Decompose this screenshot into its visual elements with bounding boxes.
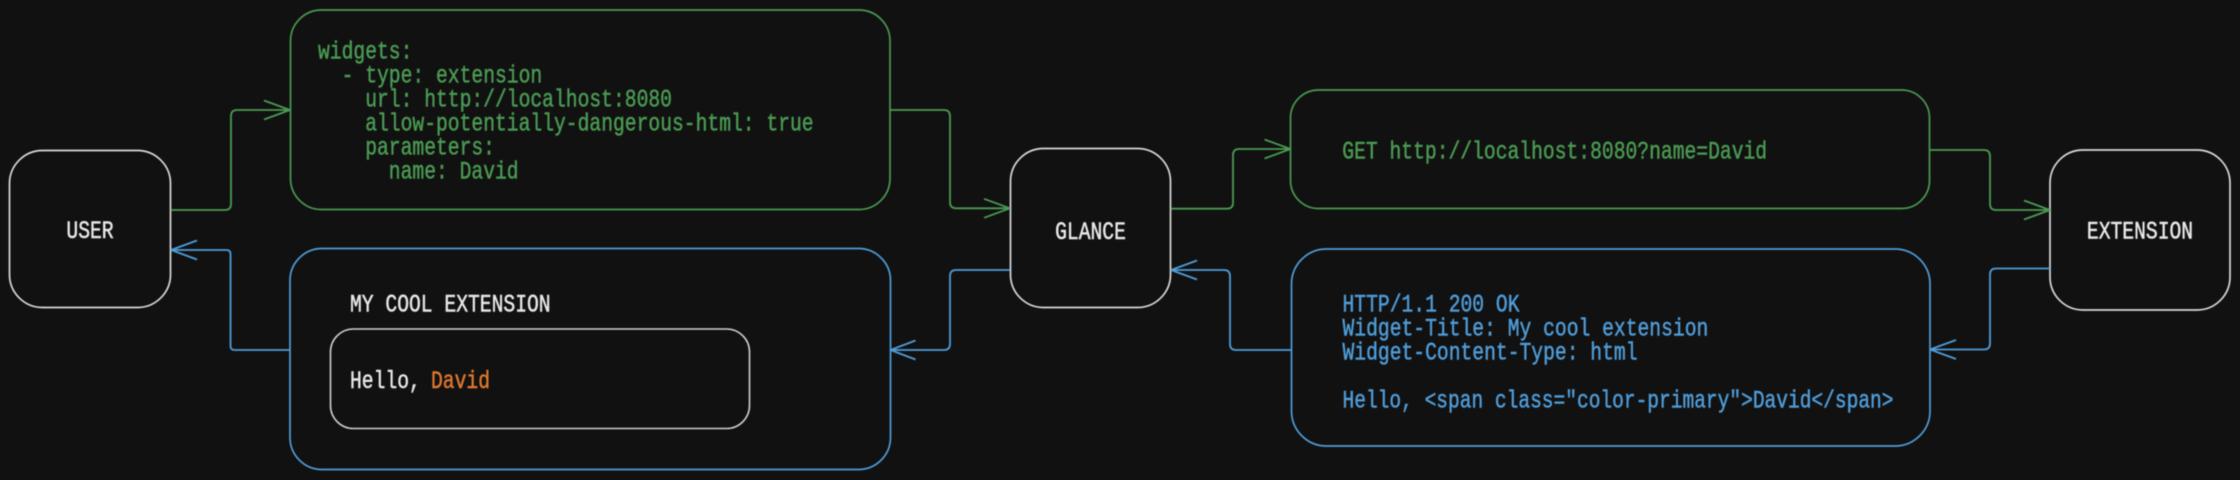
svg-text:EXTENSION: EXTENSION — [2087, 218, 2193, 247]
svg-text:MY COOL EXTENSION: MY COOL EXTENSION — [350, 291, 551, 320]
svg-text:USER: USER — [66, 217, 113, 246]
svg-text:Hello, <span class="color-prim: Hello, <span class="color-primary">David… — [1343, 387, 1894, 416]
svg-text:url: http://localhost:8080: url: http://localhost:8080 — [365, 86, 672, 115]
svg-text:David: David — [431, 367, 490, 396]
svg-text:name: David: name: David — [389, 158, 519, 187]
svg-text:HTTP/1.1 200 OK: HTTP/1.1 200 OK — [1343, 291, 1520, 320]
svg-text:widgets:: widgets: — [318, 38, 412, 67]
svg-text:Widget-Content-Type: html: Widget-Content-Type: html — [1343, 339, 1638, 368]
svg-text:Widget-Title: My cool extensio: Widget-Title: My cool extension — [1343, 315, 1709, 344]
svg-text:GLANCE: GLANCE — [1055, 218, 1126, 247]
svg-text:Hello,: Hello, — [350, 367, 421, 396]
svg-text:parameters:: parameters: — [365, 134, 495, 163]
svg-text:GET http://localhost:8080?name: GET http://localhost:8080?name=David — [1342, 138, 1767, 167]
svg-text:- type: extension: - type: extension — [342, 62, 543, 91]
svg-text:allow-potentially-dangerous-ht: allow-potentially-dangerous-html: true — [365, 110, 813, 139]
